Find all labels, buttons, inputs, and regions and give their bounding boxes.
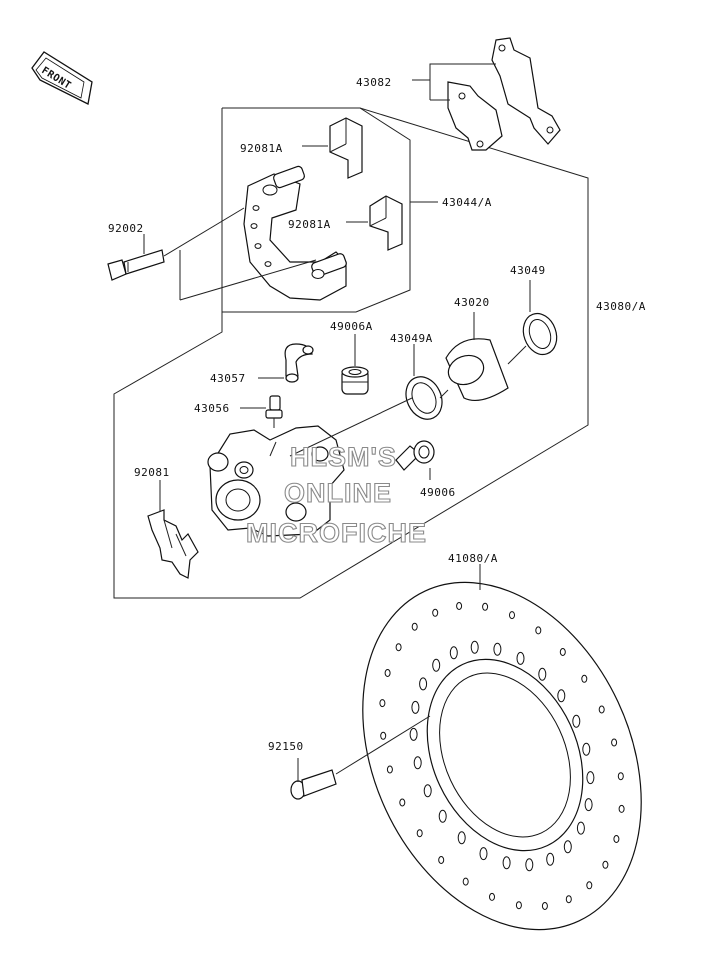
disc-hole bbox=[462, 877, 469, 886]
disc-hole bbox=[449, 646, 458, 660]
pad-retainer-92081 bbox=[147, 509, 199, 579]
label-43080A: 43080/A bbox=[596, 300, 646, 313]
brake-pads bbox=[447, 37, 561, 151]
disc-hole bbox=[384, 669, 391, 677]
disc-hole bbox=[479, 847, 488, 861]
disc-hole bbox=[380, 731, 387, 740]
pad-spring-upper bbox=[329, 117, 363, 179]
disc-hole bbox=[386, 765, 393, 774]
disc-hole bbox=[598, 705, 605, 714]
disc-inner-holes bbox=[409, 640, 595, 872]
disc-hole bbox=[538, 667, 547, 681]
bolt-92002 bbox=[107, 249, 165, 281]
piston-43020 bbox=[445, 338, 509, 401]
disc-hole bbox=[493, 642, 502, 656]
disc-hole bbox=[525, 858, 534, 872]
caliper-body bbox=[207, 425, 345, 537]
label-43056: 43056 bbox=[194, 402, 230, 415]
disc-hole bbox=[516, 651, 525, 665]
disc-hole bbox=[541, 902, 548, 910]
disc-hole bbox=[559, 648, 566, 656]
disc-hole bbox=[613, 835, 620, 843]
label-49006A: 49006A bbox=[330, 320, 373, 333]
hose-fitting-43057 bbox=[284, 343, 314, 383]
cap-49006 bbox=[395, 440, 435, 471]
disc-hole bbox=[470, 640, 479, 654]
disc-hole bbox=[457, 831, 466, 845]
disc-hole bbox=[586, 771, 595, 785]
disc-hole bbox=[509, 611, 515, 620]
label-43049: 43049 bbox=[510, 264, 546, 277]
disc-hole bbox=[432, 608, 439, 617]
disc-hole bbox=[586, 881, 593, 890]
disc-hole bbox=[423, 784, 432, 798]
front-direction-arrow-icon: FRONT bbox=[31, 51, 93, 105]
disc-hole bbox=[576, 821, 585, 835]
label-92002: 92002 bbox=[108, 222, 144, 235]
disc-hole bbox=[565, 895, 572, 904]
disc-hole bbox=[489, 892, 495, 901]
disc-hole bbox=[535, 626, 542, 635]
disc-hole bbox=[602, 860, 609, 869]
disc-hole bbox=[411, 700, 420, 714]
label-92081: 92081 bbox=[134, 466, 170, 479]
seal-43049 bbox=[522, 312, 558, 356]
boot-49006A bbox=[341, 366, 369, 395]
disc-hole bbox=[582, 742, 591, 756]
label-92150: 92150 bbox=[268, 740, 304, 753]
disc-hole bbox=[515, 901, 522, 910]
disc-hole bbox=[409, 727, 418, 741]
caliper-group-outline bbox=[113, 107, 589, 599]
disc-hole bbox=[618, 804, 625, 813]
disc-hole bbox=[546, 852, 555, 866]
disc-hole bbox=[438, 809, 447, 823]
disc-hole bbox=[438, 856, 445, 864]
disc-hole bbox=[563, 840, 572, 854]
caliper-bracket bbox=[243, 165, 347, 301]
disc-hole bbox=[584, 798, 593, 812]
disc-hole bbox=[399, 798, 406, 807]
seal-43049A bbox=[405, 376, 443, 420]
watermark-line-1: HLSM'S bbox=[290, 442, 397, 472]
disc-hole bbox=[411, 622, 418, 631]
disc-hole bbox=[617, 772, 624, 781]
disc-hole bbox=[379, 699, 386, 708]
label-43049A: 43049A bbox=[390, 332, 433, 345]
disc-hole bbox=[502, 856, 511, 870]
disc-hole bbox=[419, 677, 428, 691]
disc-hole bbox=[572, 714, 581, 728]
disc-hole bbox=[611, 738, 618, 747]
watermark-line-2: ONLINE bbox=[284, 478, 392, 508]
label-92081A-upper: 92081A bbox=[240, 142, 283, 155]
watermark-line-3: MICROFICHE bbox=[246, 518, 427, 548]
label-43057: 43057 bbox=[210, 372, 246, 385]
label-43082: 43082 bbox=[356, 76, 392, 89]
disc-hole bbox=[456, 602, 463, 610]
disc-hole bbox=[395, 643, 402, 652]
disc-hole bbox=[432, 658, 441, 672]
label-49006: 49006 bbox=[420, 486, 456, 499]
label-41080A: 41080/A bbox=[448, 552, 498, 565]
label-43044A: 43044/A bbox=[442, 196, 492, 209]
disc-hole bbox=[557, 689, 566, 703]
label-92081A-lower: 92081A bbox=[288, 218, 331, 231]
bleed-valve-43056 bbox=[265, 395, 283, 428]
disc-outer-holes bbox=[379, 602, 625, 910]
disc-hole bbox=[581, 674, 588, 683]
disc-hole bbox=[416, 829, 423, 838]
disc-hole bbox=[413, 756, 422, 770]
disc-hole bbox=[482, 602, 489, 611]
brake-disc-41080A bbox=[362, 581, 642, 931]
label-43020: 43020 bbox=[454, 296, 490, 309]
pad-spring-lower bbox=[369, 195, 403, 251]
